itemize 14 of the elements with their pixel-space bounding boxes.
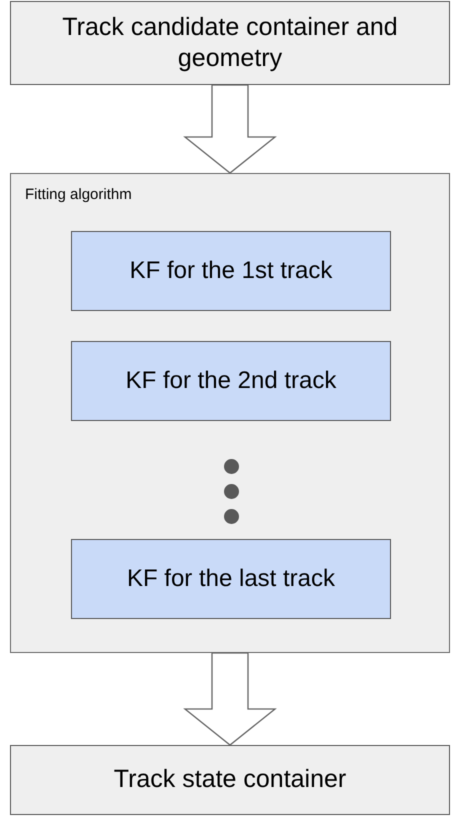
group-panel [10, 173, 450, 653]
box-label: KF for the 1st track [130, 256, 332, 286]
box-label: Track candidate container and geometry [61, 12, 399, 74]
group-heading: Fitting algorithm [25, 185, 132, 205]
process-box [10, 745, 450, 815]
box-label: Track state container [114, 764, 346, 796]
process-box [71, 231, 391, 311]
process-box [71, 341, 391, 421]
block-arrow [183, 652, 277, 746]
block-arrow [183, 84, 277, 174]
box-label: KF for the last track [126, 564, 336, 594]
process-box [71, 539, 391, 619]
process-box [10, 1, 450, 85]
box-label: KF for the 2nd track [126, 366, 336, 396]
